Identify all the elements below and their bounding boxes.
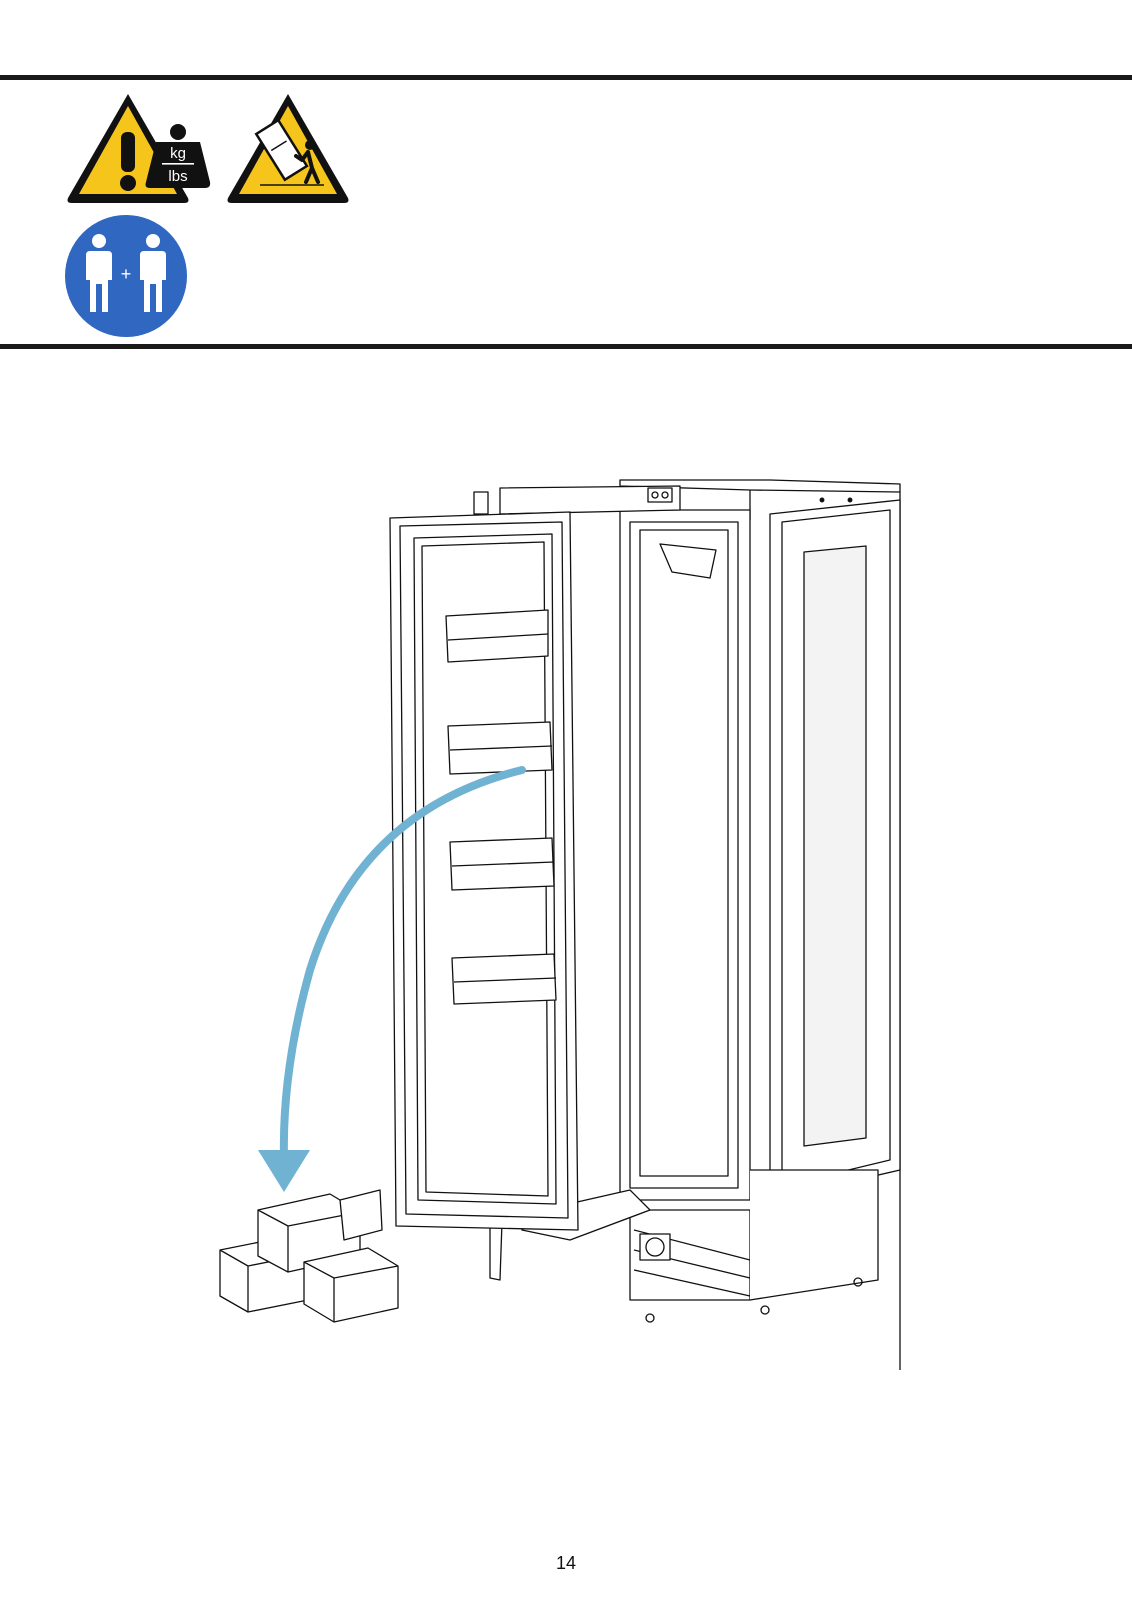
bottom-rule bbox=[0, 344, 1132, 349]
top-rule bbox=[0, 75, 1132, 80]
plus-sign: + bbox=[121, 264, 132, 284]
page-number: 14 bbox=[0, 1553, 1132, 1574]
weight-unit-kg: kg bbox=[170, 145, 186, 162]
weight-unit-lbs: lbs bbox=[168, 168, 187, 185]
heavy-weight-warning-icon: kg lbs bbox=[64, 90, 214, 208]
tip-over-warning-icon bbox=[224, 90, 356, 208]
two-person-lift-icon: + bbox=[64, 214, 188, 338]
refrigerator-open-door-icon bbox=[210, 470, 920, 1370]
